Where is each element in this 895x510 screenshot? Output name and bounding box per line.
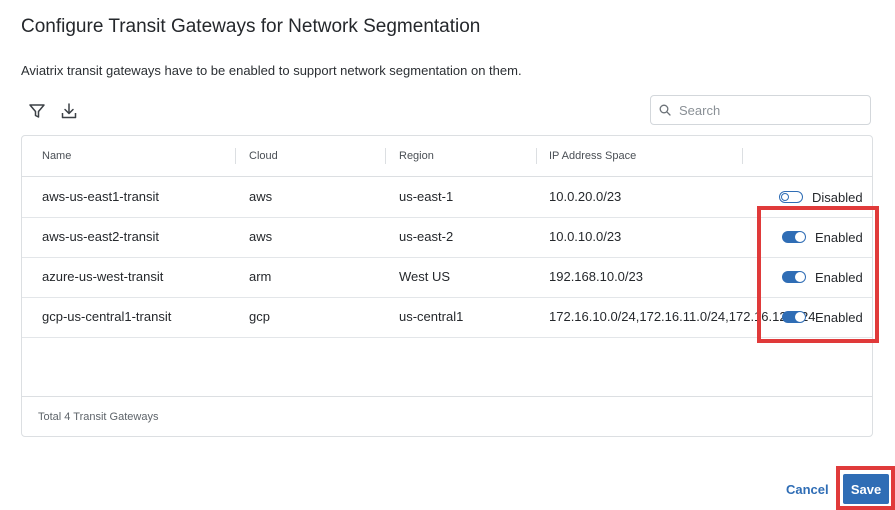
highlight-box-toggles bbox=[757, 206, 879, 343]
table-footer: Total 4 Transit Gateways bbox=[22, 396, 872, 437]
segmentation-toggle[interactable]: Disabled bbox=[779, 177, 863, 217]
gateway-name: azure-us-west-transit bbox=[42, 269, 164, 284]
column-header-region[interactable]: Region bbox=[399, 150, 434, 162]
gateway-cloud: aws bbox=[249, 229, 273, 244]
column-separator bbox=[536, 148, 537, 164]
toggle-switch-off[interactable] bbox=[779, 191, 803, 203]
gateway-ip-space: 10.0.10.0/23 bbox=[549, 229, 622, 244]
toggle-switch-on[interactable] bbox=[782, 271, 806, 283]
gateway-name: aws-us-east1-transit bbox=[42, 189, 160, 204]
gateway-region: us-central1 bbox=[399, 309, 464, 324]
toggle-status-label: Enabled bbox=[815, 229, 863, 245]
gateway-cloud: aws bbox=[249, 189, 273, 204]
toggle-status-label: Enabled bbox=[815, 309, 863, 325]
gateway-name: aws-us-east2-transit bbox=[42, 229, 160, 244]
gateway-region: West US bbox=[399, 269, 451, 284]
save-button[interactable]: Save bbox=[843, 474, 889, 504]
column-separator bbox=[385, 148, 386, 164]
transit-gateways-table: Name Cloud Region IP Address Space aws-u… bbox=[21, 135, 873, 437]
table-row: azure-us-west-transit arm West US 192.16… bbox=[22, 257, 872, 298]
toggle-status-label: Disabled bbox=[812, 189, 863, 205]
cancel-button[interactable]: Cancel bbox=[778, 476, 837, 502]
segmentation-toggle[interactable]: Enabled bbox=[782, 297, 863, 337]
gateway-region: us-east-1 bbox=[399, 189, 454, 204]
table-header: Name Cloud Region IP Address Space bbox=[22, 136, 872, 177]
filter-icon[interactable] bbox=[28, 102, 46, 120]
column-header-ip-address-space[interactable]: IP Address Space bbox=[549, 150, 637, 162]
search-box[interactable] bbox=[650, 95, 871, 125]
table-row: aws-us-east2-transit aws us-east-2 10.0.… bbox=[22, 217, 872, 258]
table-row: gcp-us-central1-transit gcp us-central1 … bbox=[22, 297, 872, 338]
dialog-subtitle: Aviatrix transit gateways have to be ena… bbox=[21, 63, 522, 78]
toggle-switch-on[interactable] bbox=[782, 231, 806, 243]
gateway-region: us-east-2 bbox=[399, 229, 454, 244]
table-row: aws-us-east1-transit aws us-east-1 10.0.… bbox=[22, 177, 872, 218]
segmentation-toggle[interactable]: Enabled bbox=[782, 257, 863, 297]
gateway-ip-space: 192.168.10.0/23 bbox=[549, 269, 643, 284]
gateway-cloud: gcp bbox=[249, 309, 270, 324]
gateway-ip-space: 10.0.20.0/23 bbox=[549, 189, 622, 204]
search-icon bbox=[659, 104, 671, 116]
gateway-cloud: arm bbox=[249, 269, 272, 284]
dialog-title: Configure Transit Gateways for Network S… bbox=[21, 16, 481, 37]
toggle-switch-on[interactable] bbox=[782, 311, 806, 323]
column-header-name[interactable]: Name bbox=[42, 150, 72, 162]
column-header-cloud[interactable]: Cloud bbox=[249, 150, 278, 162]
highlight-box-save bbox=[836, 466, 895, 510]
gateway-name: gcp-us-central1-transit bbox=[42, 309, 172, 324]
download-icon[interactable] bbox=[60, 102, 78, 120]
segmentation-toggle[interactable]: Enabled bbox=[782, 217, 863, 257]
gateway-ip-space: 172.16.10.0/24,172.16.11.0/24,172.16.12.… bbox=[549, 309, 816, 324]
search-input[interactable] bbox=[677, 101, 861, 119]
total-count: Total 4 Transit Gateways bbox=[38, 411, 159, 423]
column-separator bbox=[235, 148, 236, 164]
toggle-status-label: Enabled bbox=[815, 269, 863, 285]
column-separator bbox=[742, 148, 743, 164]
